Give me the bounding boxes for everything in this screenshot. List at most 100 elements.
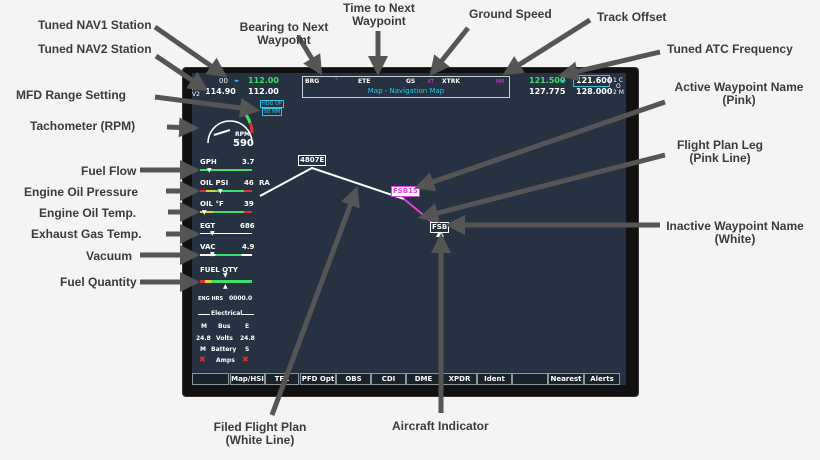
egt-pointer-icon: ▼ (210, 230, 215, 237)
filed-flight-plan-line (259, 166, 405, 200)
egt-bar (200, 233, 252, 234)
map-range-setting[interactable]: 50 NM (262, 108, 283, 116)
softkey-xpdr[interactable]: XPDR (442, 373, 477, 385)
rpm-label: RPM (235, 131, 250, 138)
callout-aircraft: Aircraft Indicator (392, 419, 489, 433)
softkey-dme[interactable]: DME (406, 373, 441, 385)
vac-pointer-icon: ▼ (210, 251, 215, 258)
oil-psi-pointer-icon: ▼ (218, 188, 223, 195)
com-tag-o: O (616, 83, 621, 90)
xtrk-label: XTRK (442, 78, 460, 85)
gph-bar (200, 169, 252, 171)
callout-active-wp: Active Waypoint Name (Pink) (674, 80, 804, 107)
elec-m-label: M (201, 323, 207, 330)
arrow-nav1 (153, 24, 228, 78)
battery-s-label: S (245, 346, 250, 353)
softkey-ident[interactable]: Ident (477, 373, 512, 385)
callout-atc: Tuned ATC Frequency (667, 42, 793, 56)
callout-bearing: Bearing to Next Waypoint (239, 20, 329, 47)
arrow-atc (558, 49, 661, 82)
rpm-value: 590 (233, 138, 254, 149)
electrical-divider-left (198, 314, 210, 315)
oil-temp-value: 39 (244, 200, 254, 208)
oil-temp-pointer-icon: ▼ (202, 209, 207, 216)
com2-standby-freq: 128.000 (576, 87, 613, 96)
callout-gs: Ground Speed (469, 7, 552, 21)
page-title: Map - Navigation Map (367, 87, 445, 95)
gph-label: GPH (200, 158, 217, 166)
softkey-blank-2[interactable] (512, 373, 548, 385)
fuel-qty-label: FUEL QTY (200, 266, 238, 274)
gph-pointer-icon: ▼ (207, 167, 212, 174)
softkey-blank-1[interactable] (192, 373, 229, 385)
fuel-qty-right-pointer-icon: ▲ (223, 283, 228, 290)
arrow-fp-leg (418, 152, 666, 223)
callout-nav2: Tuned NAV2 Station (38, 42, 152, 56)
brg-marker: ° (335, 77, 338, 84)
gs-label: GS (406, 78, 416, 85)
battery-label: Battery (211, 346, 237, 353)
arrow-range (154, 94, 260, 118)
callout-nav1: Tuned NAV1 Station (38, 18, 152, 32)
fuel-qty-bar (200, 280, 252, 283)
vac-value: 4.9 (242, 243, 255, 251)
softkey-pfd-opt[interactable]: PFD Opt (300, 373, 336, 385)
arrow-gs (429, 26, 470, 77)
softkey-obs[interactable]: OBS (336, 373, 371, 385)
softkey-alerts[interactable]: Alerts (584, 373, 620, 385)
callout-range: MFD Range Setting (16, 88, 126, 102)
nav1-active-freq: 112.00 (248, 76, 279, 85)
arrow-rpm (166, 117, 199, 138)
vac-bar (200, 254, 252, 256)
nav1-swap-arrow: ◂▸ (234, 78, 240, 84)
eng-hrs-label: ENG HRS (198, 296, 224, 302)
waypoint-label-left[interactable]: RA (259, 179, 270, 187)
softkey-cdi[interactable]: CDI (371, 373, 406, 385)
com2-tag: 2 M (613, 89, 624, 96)
callout-oil-psi: Engine Oil Pressure (24, 185, 139, 199)
egt-label: EGT (200, 222, 216, 230)
gph-value: 3.7 (242, 158, 255, 166)
waypoint-label-top[interactable]: 4807E (298, 155, 327, 166)
electrical-divider-right (242, 314, 254, 315)
xtrk-unit: NM (496, 79, 505, 85)
brg-label: BRG (305, 78, 320, 85)
eng-hrs-value: 0000.0 (229, 295, 253, 302)
callout-egt: Exhaust Gas Temp. (31, 227, 142, 241)
nav-data-bar (302, 76, 510, 98)
volts-main-value: 24.8 (196, 335, 211, 342)
callout-rpm: Tachometer (RPM) (30, 119, 136, 133)
oil-temp-bar (200, 211, 252, 213)
ete-label: ETE (358, 78, 371, 85)
softkey-nearest[interactable]: Nearest (548, 373, 584, 385)
softkey-map-hsi[interactable]: Map/HSI (230, 373, 265, 385)
callout-xtrk: Track Offset (597, 10, 667, 24)
vac-label: VAC (200, 243, 216, 251)
callout-inactive-wp: Inactive Waypoint Name (White) (666, 219, 804, 246)
oil-psi-bar (200, 190, 252, 192)
battery-m-label: M (200, 346, 206, 353)
arrow-active-wp (414, 99, 666, 192)
callout-oil-temp: Engine Oil Temp. (39, 206, 137, 220)
callout-fuel-flow: Fuel Flow (81, 164, 137, 178)
arrow-bearing (295, 34, 323, 76)
electrical-title: Electrical (211, 310, 243, 317)
callout-ete: Time to Next Waypoint (343, 1, 415, 28)
arrow-nav2 (154, 53, 209, 92)
gs-unit: KT (428, 79, 434, 85)
elec-e-label: E (245, 323, 250, 330)
oil-psi-label: OIL PSI (200, 179, 229, 187)
hdg-up-indicator[interactable]: HDG UP (260, 100, 284, 108)
oil-temp-label: OIL °F (200, 200, 224, 208)
volts-ess-value: 24.8 (240, 335, 255, 342)
com1-tag: 1 C (613, 77, 623, 84)
arrow-xtrk (502, 17, 592, 76)
elec-bus-label: Bus (218, 323, 231, 330)
active-waypoint-label[interactable]: FSB15 (391, 186, 420, 197)
callout-fuel-qty: Fuel Quantity (60, 275, 137, 289)
nav2-active-freq: 112.00 (248, 87, 279, 96)
amps-label: Amps (216, 357, 235, 364)
fuel-qty-left-pointer-icon: ▼ (223, 272, 228, 279)
arrow-filed-fp (269, 186, 360, 416)
